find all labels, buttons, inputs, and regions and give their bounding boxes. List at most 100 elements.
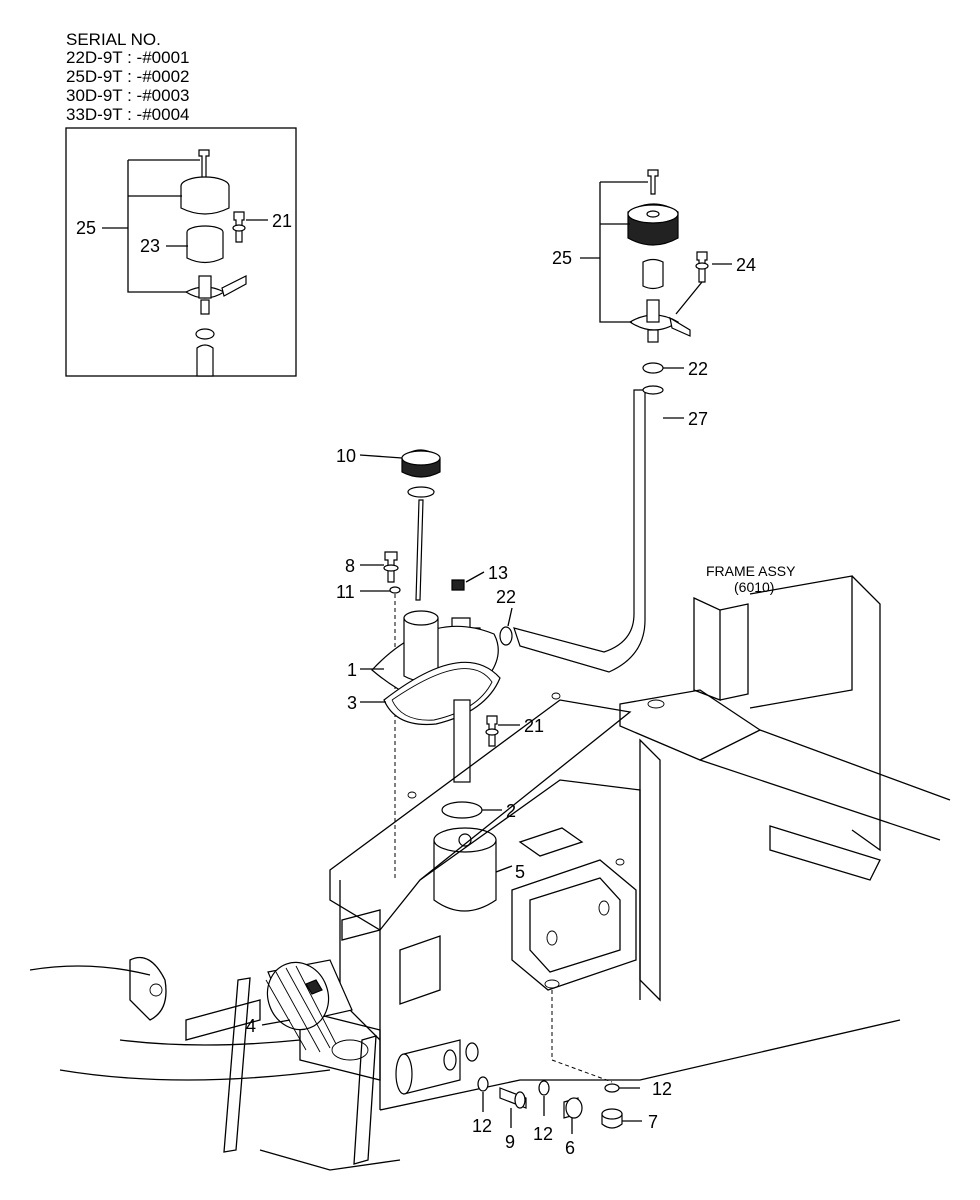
- inset-breather-assembly: 25 23 21: [65, 127, 297, 377]
- callout-24: 24: [736, 255, 756, 275]
- filler-assembly: 10 8 11 13 22 1 3 21 2 5: [336, 446, 544, 912]
- fitting-9-hex: [514, 1091, 526, 1109]
- callout-9: 9: [505, 1132, 515, 1152]
- callout-10: 10: [336, 446, 356, 466]
- drain-plug-7-top: [601, 1108, 623, 1120]
- inset-screw: [198, 149, 210, 179]
- frame-tab: [341, 909, 381, 941]
- left-rail-mid: [119, 1039, 301, 1046]
- mount-hole-1: [598, 900, 610, 916]
- base-edge: [259, 1149, 401, 1171]
- mount-block: [511, 859, 637, 991]
- oring-12-a: [477, 1076, 489, 1092]
- frame-assy-label: FRAME ASSY: [706, 563, 796, 579]
- inset-cap-body: [180, 186, 230, 215]
- serial-number-block: SERIAL NO. 22D-9T : -#0001 25D-9T : -#00…: [66, 30, 189, 124]
- leader-25: [599, 181, 648, 323]
- leader-10: [359, 454, 403, 459]
- mount-housing-hole: [331, 1039, 369, 1061]
- callout-11: 11: [336, 582, 355, 602]
- filler-cap-top: [401, 450, 441, 466]
- callout-1: 1: [347, 660, 357, 680]
- left-rail-low: [59, 1069, 331, 1081]
- hose-27-end: [642, 385, 664, 395]
- frame-upright-left: [693, 596, 721, 701]
- callout-13: 13: [488, 563, 508, 583]
- callout-12-a: 12: [472, 1116, 492, 1136]
- leader-5: [495, 865, 513, 873]
- callout-6: 6: [565, 1138, 575, 1158]
- dipstick: [415, 499, 424, 601]
- tank-boss: [518, 827, 584, 857]
- callout-7: 7: [648, 1112, 658, 1132]
- tank-right-edge: [419, 779, 641, 1000]
- callout-27: 27: [688, 409, 708, 429]
- frame-hole-1: [647, 699, 665, 709]
- serial-line-4: 33D-9T : -#0004: [66, 105, 189, 124]
- tank-bolt-2: [615, 858, 625, 866]
- mid-clamp-22: [499, 626, 513, 646]
- leader-13: [465, 571, 485, 583]
- frame-upright-left-side: [719, 603, 749, 701]
- drain-guide-2: [551, 1059, 613, 1083]
- left-strut: [223, 977, 251, 1153]
- return-filter: 4: [246, 959, 353, 1053]
- breather-base-lug: [669, 316, 691, 337]
- callout-25-inset: 25: [76, 218, 96, 238]
- bolt-21-washer: [485, 728, 499, 736]
- inset-base-bracket: [221, 275, 247, 297]
- frame-upright-right-side: [851, 575, 881, 852]
- tank-left-edge: [339, 880, 381, 1041]
- inset-frame: [65, 127, 297, 377]
- inset-filter-body: [186, 232, 224, 264]
- suction-tube: [453, 699, 471, 783]
- callout-22-mid: 22: [496, 587, 516, 607]
- callout-12-c: 12: [652, 1079, 672, 1099]
- callout-22-upper: 22: [688, 359, 708, 379]
- filter-4-nut: [305, 979, 323, 995]
- callout-21-inset: 21: [272, 211, 292, 231]
- gasket-3: [383, 661, 501, 726]
- callout-5: 5: [515, 862, 525, 882]
- left-hook-hole: [149, 983, 163, 997]
- inset-leader-25: [127, 159, 200, 293]
- gasket-3-inner: [391, 668, 493, 721]
- right-strut: [353, 1035, 377, 1165]
- leader-22-mid: [507, 607, 513, 627]
- hose-27: [513, 389, 646, 673]
- outlet-flange: [443, 1049, 457, 1071]
- serial-line-3: 30D-9T : -#0003: [66, 86, 189, 105]
- frame-pad: [399, 935, 441, 1005]
- serial-line-2: 25D-9T : -#0002: [66, 67, 189, 86]
- inset-clamp: [195, 328, 215, 340]
- callout-8: 8: [345, 556, 355, 576]
- mount-housing: [299, 1009, 381, 1081]
- oring-11: [389, 586, 401, 594]
- callout-3: 3: [347, 693, 357, 713]
- frame-post: [639, 738, 661, 1002]
- frame-rail-lower: [699, 759, 941, 841]
- inset-bolt-washer: [232, 224, 246, 232]
- serial-line-1: 22D-9T : -#0001: [66, 48, 189, 67]
- mount-block-inner: [529, 877, 621, 973]
- cap-13: [451, 579, 465, 591]
- callout-4: 4: [246, 1016, 256, 1036]
- frame-top-beam: [619, 689, 762, 761]
- floor-edge: [379, 1019, 901, 1111]
- oring-12-b: [538, 1080, 550, 1096]
- callout-23: 23: [140, 236, 160, 256]
- tank-bolt-3: [551, 692, 561, 700]
- breather-cap-hole: [646, 210, 660, 218]
- breather-bolt-washer: [695, 262, 709, 270]
- oring-2: [441, 801, 483, 819]
- plug-6-head: [565, 1097, 583, 1119]
- left-rail-top: [29, 965, 151, 976]
- filter-4-face: [266, 961, 330, 1031]
- breather-filter: [642, 258, 664, 290]
- inset-base-stem: [198, 275, 212, 299]
- leader-4: [261, 1019, 291, 1026]
- inset-hose: [196, 344, 214, 377]
- outlet-pipe-end: [395, 1053, 413, 1095]
- frame-assembly: FRAME ASSY (6010): [29, 563, 951, 1171]
